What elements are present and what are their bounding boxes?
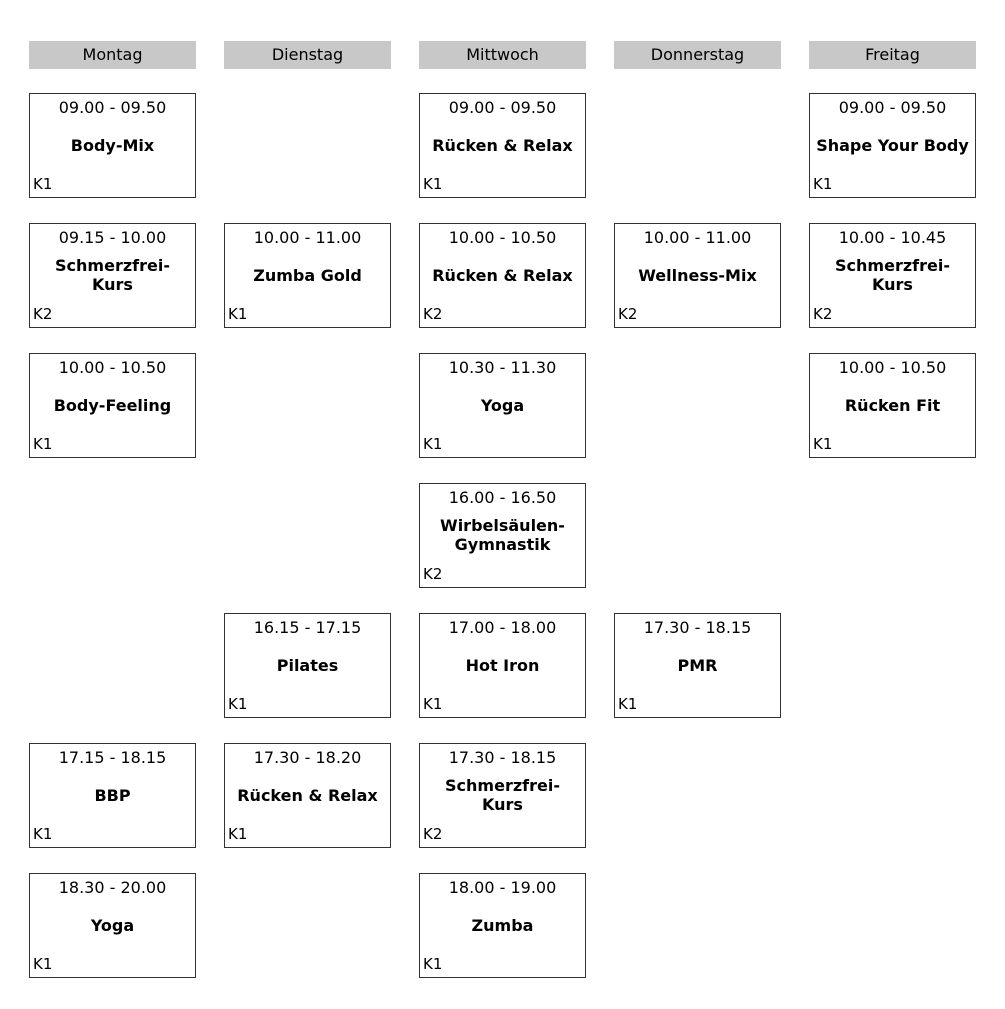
course-time: 10.00 - 10.50 bbox=[448, 228, 557, 247]
course-room: K1 bbox=[423, 955, 443, 973]
course-room: K1 bbox=[33, 825, 53, 843]
course-time: 18.30 - 20.00 bbox=[58, 878, 167, 897]
course-title: Schmerzfrei- Kurs bbox=[445, 776, 560, 814]
course-room: K1 bbox=[33, 435, 53, 453]
course-time: 10.30 - 11.30 bbox=[448, 358, 557, 377]
course-room: K1 bbox=[228, 305, 248, 323]
course-time: 16.00 - 16.50 bbox=[448, 488, 557, 507]
course-time: 09.15 - 10.00 bbox=[58, 228, 167, 247]
course-room: K1 bbox=[33, 175, 53, 193]
course-title: Yoga bbox=[480, 395, 525, 415]
course-time: 09.00 - 09.50 bbox=[448, 98, 557, 117]
course-room: K2 bbox=[423, 825, 443, 843]
course-title: Schmerzfrei- Kurs bbox=[835, 256, 950, 294]
course-time: 10.00 - 10.50 bbox=[58, 358, 167, 377]
course-title: Zumba bbox=[471, 915, 534, 935]
course-title: Wellness-Mix bbox=[638, 265, 757, 285]
course-room: K1 bbox=[228, 695, 248, 713]
course-title: Rücken & Relax bbox=[237, 785, 378, 805]
course-room: K1 bbox=[813, 435, 833, 453]
course-room: K1 bbox=[228, 825, 248, 843]
course-room: K2 bbox=[33, 305, 53, 323]
course-title: Hot Iron bbox=[465, 655, 540, 675]
course-room: K2 bbox=[423, 565, 443, 583]
course-title: Rücken & Relax bbox=[432, 265, 573, 285]
day-header-donnerstag: Donnerstag bbox=[614, 41, 781, 69]
course-time: 10.00 - 11.00 bbox=[253, 228, 362, 247]
course-room: K1 bbox=[423, 175, 443, 193]
course-room: K1 bbox=[618, 695, 638, 713]
course-title: Wirbelsäulen- Gymnastik bbox=[440, 516, 565, 554]
course-title: Rücken Fit bbox=[844, 395, 941, 415]
course-title: Body-Mix bbox=[70, 135, 155, 155]
course-time: 17.30 - 18.15 bbox=[448, 748, 557, 767]
course-room: K2 bbox=[813, 305, 833, 323]
course-time: 17.00 - 18.00 bbox=[448, 618, 557, 637]
course-title: Pilates bbox=[276, 655, 339, 675]
course-room: K1 bbox=[423, 695, 443, 713]
course-time: 16.15 - 17.15 bbox=[253, 618, 362, 637]
course-title: PMR bbox=[677, 655, 718, 675]
course-time: 10.00 - 10.45 bbox=[838, 228, 947, 247]
course-time: 10.00 - 10.50 bbox=[838, 358, 947, 377]
course-title: Zumba Gold bbox=[253, 265, 362, 285]
course-room: K1 bbox=[813, 175, 833, 193]
course-room: K1 bbox=[423, 435, 443, 453]
day-header-freitag: Freitag bbox=[809, 41, 976, 69]
course-title: Yoga bbox=[90, 915, 135, 935]
day-header-mittwoch: Mittwoch bbox=[419, 41, 586, 69]
course-time: 17.30 - 18.15 bbox=[643, 618, 752, 637]
course-title: BBP bbox=[94, 785, 131, 805]
course-time: 10.00 - 11.00 bbox=[643, 228, 752, 247]
course-title: Body-Feeling bbox=[53, 395, 172, 415]
course-time: 18.00 - 19.00 bbox=[448, 878, 557, 897]
course-room: K2 bbox=[618, 305, 638, 323]
day-header-dienstag: Dienstag bbox=[224, 41, 391, 69]
course-title: Rücken & Relax bbox=[432, 135, 573, 155]
course-title: Schmerzfrei- Kurs bbox=[55, 256, 170, 294]
course-room: K2 bbox=[423, 305, 443, 323]
course-time: 09.00 - 09.50 bbox=[58, 98, 167, 117]
day-header-montag: Montag bbox=[29, 41, 196, 69]
course-time: 09.00 - 09.50 bbox=[838, 98, 947, 117]
course-room: K1 bbox=[33, 955, 53, 973]
course-title: Shape Your Body bbox=[816, 135, 969, 155]
course-time: 17.15 - 18.15 bbox=[58, 748, 167, 767]
course-time: 17.30 - 18.20 bbox=[253, 748, 362, 767]
